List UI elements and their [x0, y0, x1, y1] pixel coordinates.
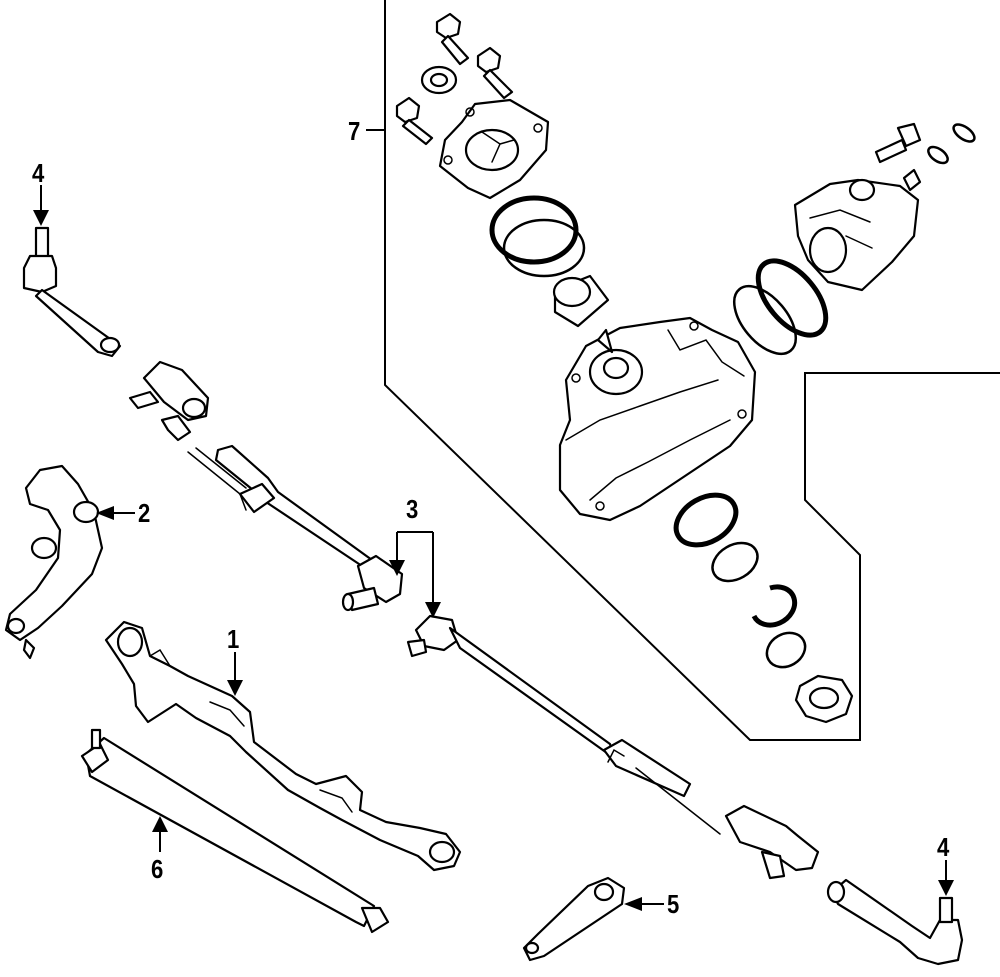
callout-1: 1 — [227, 624, 240, 654]
bolt-top — [435, 12, 470, 66]
inner-tie-rod-upper — [187, 444, 404, 612]
seal-small-a — [952, 123, 976, 143]
leader-3 — [396, 531, 434, 604]
arrow-4a — [33, 210, 49, 226]
snap-ring — [751, 584, 798, 628]
steering-damper — [80, 728, 390, 934]
adjusting-sleeve-right — [724, 804, 820, 880]
arrow-2 — [96, 506, 114, 520]
seal-ring-pair — [733, 258, 829, 355]
callout-4-bottom: 4 — [937, 832, 950, 862]
seal-lower-3 — [765, 631, 807, 669]
bolt-right — [874, 122, 922, 164]
callout-4-top: 4 — [32, 158, 45, 188]
tie-rod-lower — [406, 614, 721, 835]
callout-6: 6 — [151, 854, 164, 884]
arrow-5 — [624, 897, 642, 911]
callout-2: 2 — [138, 498, 151, 528]
bushing — [552, 274, 610, 328]
steering-arm — [4, 464, 104, 660]
bolt-mid — [476, 46, 514, 100]
arrow-3a — [389, 560, 405, 576]
tie-rod-end-left — [22, 226, 122, 358]
gear-housing — [558, 316, 757, 522]
callout-3: 3 — [406, 494, 419, 524]
bolt-left — [395, 96, 434, 146]
adjuster-nut — [794, 674, 854, 724]
valve-body — [793, 168, 922, 292]
arrow-6 — [152, 816, 168, 832]
idler-bracket — [522, 876, 626, 962]
adjusting-sleeve — [128, 360, 210, 442]
arrow-3b — [425, 602, 441, 618]
callout-7: 7 — [348, 116, 361, 146]
arrow-1 — [227, 680, 243, 696]
arrow-4b — [938, 880, 954, 896]
tie-rod-end-right — [826, 878, 964, 966]
o-ring-large — [489, 195, 586, 278]
drag-link — [104, 620, 462, 872]
callout-5: 5 — [667, 889, 680, 919]
gear-assembly-frame — [384, 0, 1000, 741]
seal-lower-2 — [711, 541, 759, 583]
seal-small-b — [927, 145, 949, 165]
side-cover — [438, 98, 550, 200]
seal-lower-1 — [673, 492, 739, 548]
washer — [420, 65, 458, 95]
